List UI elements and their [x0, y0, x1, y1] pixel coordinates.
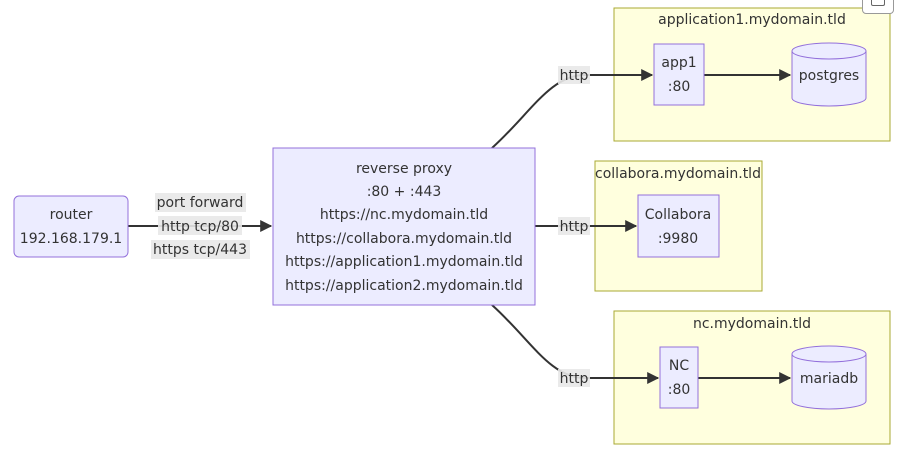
node-app1-port: :80 [668, 79, 691, 95]
node-router: router 192.168.179.1 [13, 195, 129, 258]
download-button[interactable] [862, 0, 894, 14]
node-proxy-line-1: reverse proxy [356, 161, 452, 177]
node-proxy-line-4: https://collabora.mydomain.tld [296, 231, 512, 247]
cluster-collabora-label: collabora.mydomain.tld [595, 166, 761, 182]
svg-text:http: http [560, 219, 589, 235]
node-mariadb: mariadb [791, 345, 867, 410]
node-postgres-label: postgres [799, 68, 859, 84]
node-collabora-title: Collabora [645, 207, 712, 223]
node-router-title: router [50, 207, 93, 223]
node-proxy-line-5: https://application1.mydomain.tld [285, 254, 523, 270]
node-nc: NC :80 [659, 346, 699, 409]
node-nc-port: :80 [668, 382, 691, 398]
node-nc-title: NC [669, 358, 689, 374]
node-proxy-line-6: https://application2.mydomain.tld [285, 278, 523, 294]
node-collabora: Collabora :9980 [637, 194, 720, 258]
cluster-nc-label: nc.mydomain.tld [693, 316, 811, 332]
edge-label-proxy-app1: http [558, 66, 590, 84]
node-proxy-line-2: :80 + :443 [367, 184, 442, 200]
node-postgres: postgres [791, 42, 867, 107]
node-mariadb-label: mariadb [800, 371, 858, 387]
download-icon [871, 0, 885, 6]
edge-label-proxy-nc: http [558, 369, 590, 387]
cluster-application1-label: application1.mydomain.tld [658, 12, 846, 28]
node-app1: app1 :80 [653, 43, 705, 106]
node-proxy-line-3: https://nc.mydomain.tld [320, 207, 488, 223]
svg-text:http: http [560, 68, 589, 84]
node-reverse-proxy: reverse proxy :80 + :443 https://nc.mydo… [272, 147, 536, 306]
edge-label-line-3: https tcp/443 [153, 242, 247, 258]
node-collabora-port: :9980 [658, 231, 698, 247]
node-app1-title: app1 [661, 55, 696, 71]
edge-label-line-1: port forward [157, 195, 244, 211]
edge-label-proxy-collabora: http [558, 217, 590, 235]
node-router-ip: 192.168.179.1 [20, 231, 122, 247]
edge-label-line-2: http tcp/80 [161, 219, 239, 235]
svg-text:http: http [560, 371, 589, 387]
edge-label-router-proxy: port forward http tcp/80 https tcp/443 [151, 193, 250, 259]
